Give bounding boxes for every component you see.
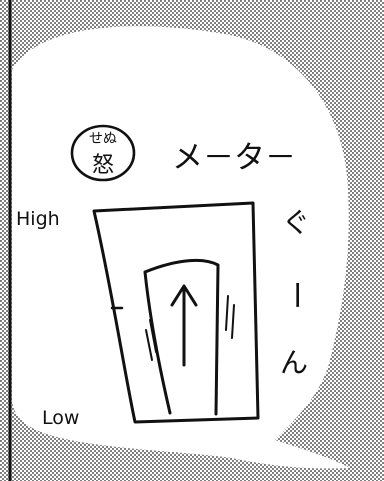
low-label: Low <box>42 407 79 429</box>
high-label: High <box>16 208 60 230</box>
gauge-inner-column <box>143 258 220 416</box>
motion-lines-left <box>145 319 157 361</box>
sfx-char-2: ー <box>278 280 313 310</box>
anger-gauge <box>92 201 260 424</box>
gauge-sound-effect: ぐ ー ん <box>278 206 313 379</box>
meter-label: メ－タ－ <box>172 140 296 176</box>
rising-arrow-icon <box>170 284 198 367</box>
sfx-char-3: ん <box>280 346 308 379</box>
thought-bubble <box>12 26 350 469</box>
motion-lines-right <box>225 295 235 339</box>
sfx-char-1: ぐ <box>282 206 310 239</box>
anger-kanji-badge: せぬ 怒 <box>70 124 136 182</box>
kanji-furigana: せぬ <box>89 131 117 147</box>
gauge-frame <box>92 201 260 424</box>
kanji-character: 怒 <box>92 153 114 178</box>
